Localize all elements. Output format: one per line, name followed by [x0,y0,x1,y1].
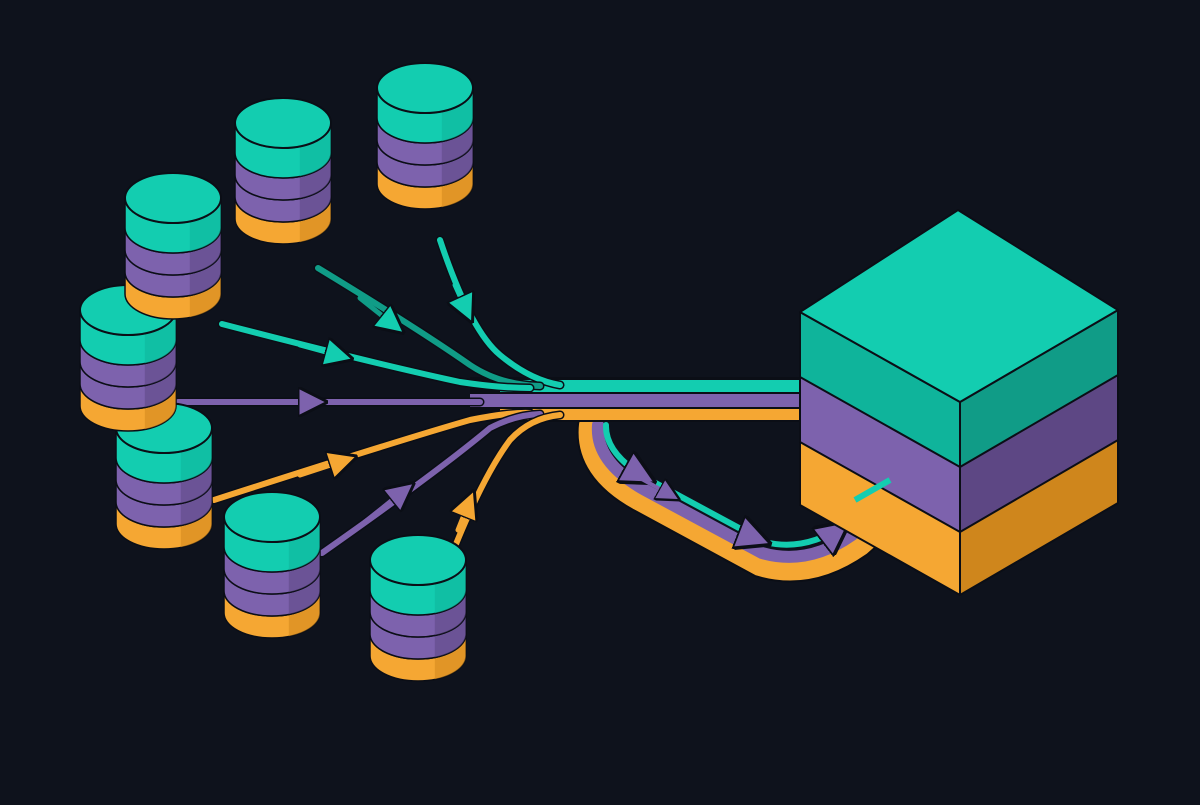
feedback-loop [576,412,918,583]
database-icon [79,284,177,432]
flow-line-source-8 [435,235,565,390]
database-icon [115,402,213,550]
feedback-arrow-icon [639,476,676,498]
arrow-icon [297,345,348,358]
arrow-icon [362,486,410,525]
database-icon [234,97,332,245]
flow-line-source-2 [440,410,565,577]
destination-layer-teal [799,209,1119,468]
data-sources [79,62,474,682]
database-icon [124,172,222,320]
flow-lines [173,235,565,577]
arrow-icon [357,295,400,330]
arrow-icon [458,495,472,533]
arrow-icon [297,458,352,475]
database-icon [376,62,474,210]
database-icon [369,534,467,682]
database-icon [223,491,321,639]
arrow-icon [455,282,470,318]
destination-block [799,209,1119,596]
